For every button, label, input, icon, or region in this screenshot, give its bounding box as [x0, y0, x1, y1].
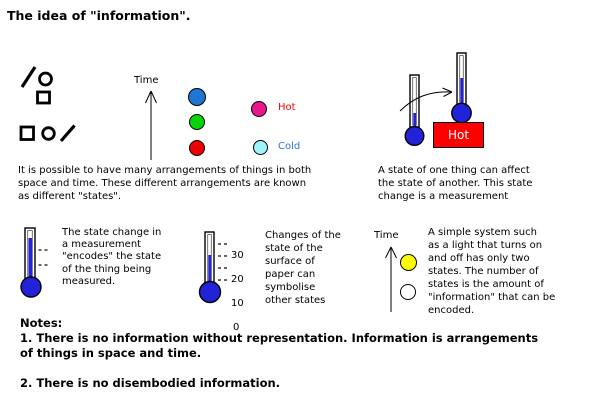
cause-arrow-icon — [399, 87, 453, 112]
scale-label-0: 0 — [233, 322, 240, 333]
hot-state-dot — [251, 101, 267, 117]
hot-state-label: Hot — [278, 102, 296, 113]
hot-object-label: Hot — [447, 128, 470, 142]
arrangement-shapes-row2 — [19, 124, 76, 143]
time-arrow-icon-2 — [385, 246, 397, 312]
thermometer-scale-icon — [198, 231, 227, 304]
time-axis-label: Time — [134, 75, 159, 86]
thermometer-cold-icon — [404, 74, 425, 147]
thermometer-scale-labels: 30 20 10 0 — [231, 238, 244, 346]
hot-object-box: Hot — [433, 122, 484, 148]
states-caption: It is possible to have many arrangements… — [18, 165, 312, 202]
thermometer-hot-icon — [451, 52, 472, 124]
thermometer-encoding-icon — [20, 227, 48, 298]
tick-marks — [218, 243, 227, 281]
scale-label-20: 20 — [231, 274, 244, 285]
square-icon — [19, 125, 35, 141]
cold-state-dot — [253, 140, 268, 155]
scale-label-30: 30 — [231, 250, 244, 261]
thermometer-mercury — [460, 78, 464, 107]
light-off-dot — [400, 284, 416, 300]
thermometer-bulb — [198, 280, 222, 304]
binary-caption: A simple system such as a light that tur… — [428, 227, 556, 316]
state-dot-green — [189, 114, 205, 130]
encoding-caption: The state change in a measurement "encod… — [62, 227, 162, 287]
state-dot-blue — [188, 88, 206, 106]
note-1: 1. There is no information without repre… — [20, 331, 539, 360]
measurement-caption: A state of one thing can affect the stat… — [378, 165, 533, 202]
note-2: 2. There is no disembodied information. — [20, 376, 281, 390]
thermometer-mercury — [413, 113, 417, 127]
slash-icon — [59, 124, 76, 143]
state-dot-red — [189, 140, 205, 156]
time-axis-label-2: Time — [374, 230, 399, 241]
arrangement-shapes-row1 — [20, 66, 53, 105]
cold-state-label: Cold — [278, 141, 301, 152]
square-icon — [36, 90, 51, 105]
light-on-dot — [400, 254, 417, 271]
thermometer-bulb — [20, 276, 42, 298]
scale-label-10: 10 — [231, 298, 244, 309]
page-title: The idea of "information". — [7, 8, 191, 23]
circle-icon — [38, 71, 53, 87]
thermometer-bulb — [451, 102, 472, 124]
thermometer-bulb — [404, 126, 425, 147]
paper-caption: Changes of the state of the surface of p… — [265, 230, 341, 306]
thermometer-mercury — [28, 238, 33, 279]
thermometer-mercury — [208, 255, 212, 284]
tick-marks — [38, 249, 48, 266]
time-arrow-icon — [145, 90, 157, 160]
notes-heading: Notes: — [20, 316, 63, 330]
slash-icon — [20, 66, 37, 88]
circle-icon — [41, 126, 56, 141]
